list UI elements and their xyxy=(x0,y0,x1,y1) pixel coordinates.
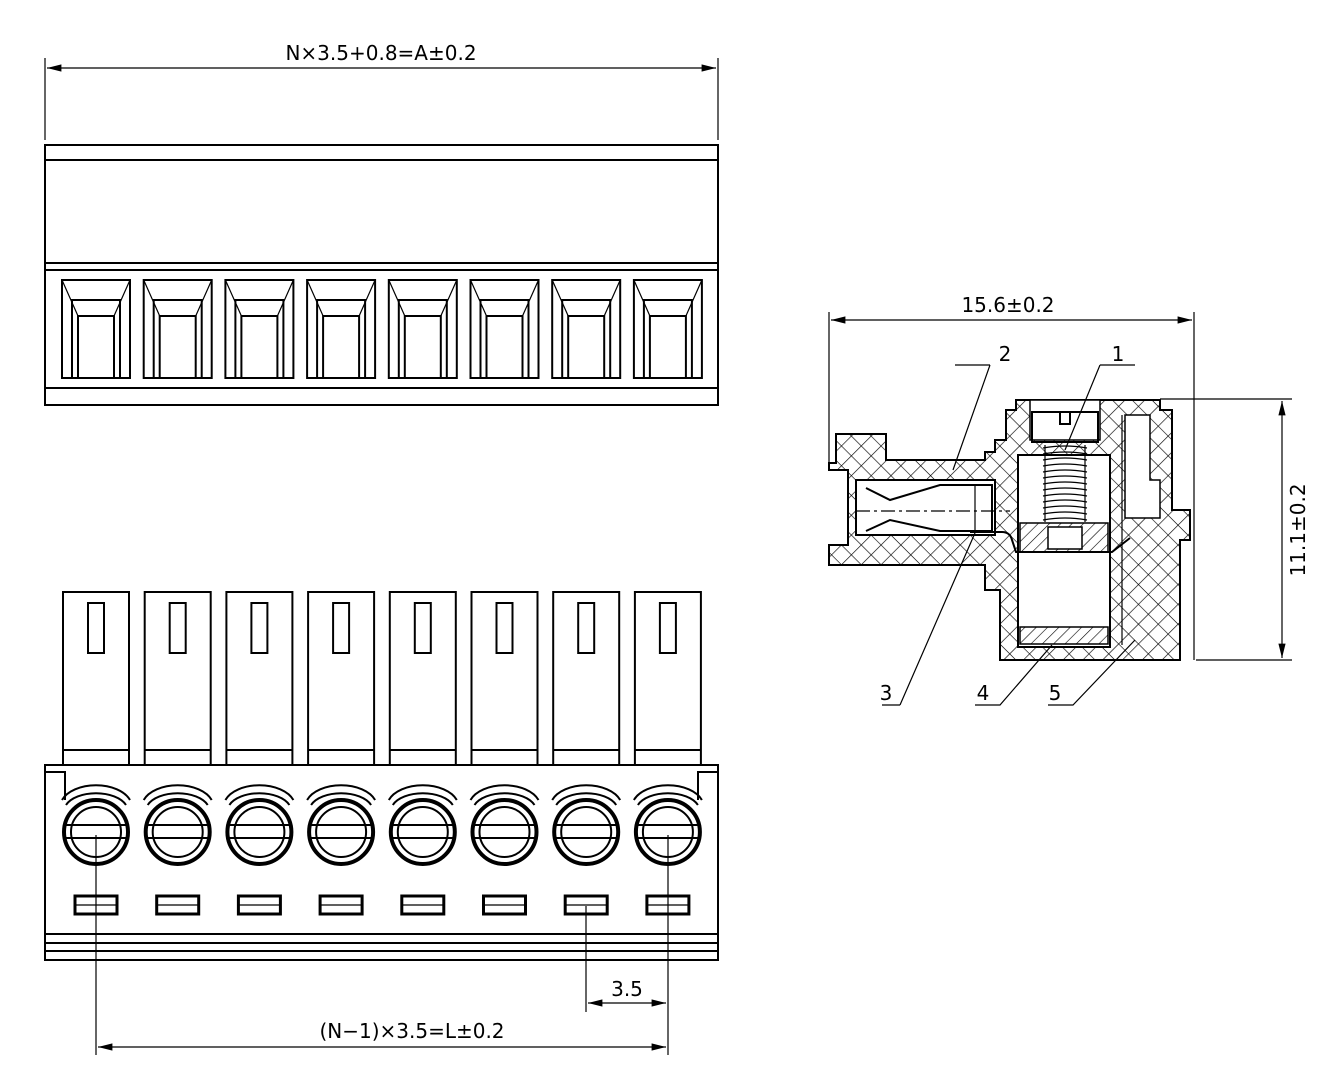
callout-3: 3 xyxy=(880,681,893,705)
screw xyxy=(224,784,295,866)
release-tab xyxy=(143,591,212,765)
screw xyxy=(551,784,622,866)
test-port xyxy=(400,894,446,916)
release-tab xyxy=(225,591,294,765)
test-port xyxy=(318,894,364,916)
callout-1: 1 xyxy=(1112,342,1125,366)
wire-entry-slot xyxy=(306,279,377,379)
wire-entry-slot xyxy=(224,279,295,379)
release-tab xyxy=(307,591,376,765)
wire-entry-slot xyxy=(61,279,131,379)
dimension-overall-width: N×3.5+0.8=A±0.2 xyxy=(285,41,476,65)
callout-2: 2 xyxy=(999,342,1012,366)
wire-entry-slot xyxy=(551,279,622,379)
test-port xyxy=(482,894,527,916)
dimension-height: 11.1±0.2 xyxy=(1286,483,1310,576)
release-tab xyxy=(552,591,621,765)
screw xyxy=(387,784,458,866)
dimension-pitch: 3.5 xyxy=(611,977,643,1001)
screw xyxy=(306,784,376,866)
side-section-view: 15.6±0.2 11.1±0.2 3 2 1 4 xyxy=(828,293,1310,706)
screw xyxy=(61,784,131,866)
screw xyxy=(142,784,213,866)
wire-entry-slot xyxy=(469,279,540,379)
callout-5: 5 xyxy=(1049,681,1062,705)
release-tab xyxy=(633,591,702,765)
wire-entry-slot xyxy=(387,279,458,379)
top-view: N×3.5+0.8=A±0.2 xyxy=(44,41,719,406)
release-tab xyxy=(388,591,457,765)
callout-4: 4 xyxy=(977,681,990,705)
wire-entry-slot xyxy=(632,279,703,379)
test-port xyxy=(155,894,201,916)
screw xyxy=(469,784,540,866)
wire-entry-slot xyxy=(142,279,213,379)
test-port xyxy=(236,894,282,916)
release-tab xyxy=(62,591,130,765)
dimension-pin-span: (N−1)×3.5=L±0.2 xyxy=(319,1019,504,1043)
dimension-depth: 15.6±0.2 xyxy=(961,293,1054,317)
front-view: (N−1)×3.5=L±0.2 3.5 xyxy=(44,591,719,1055)
release-tab xyxy=(470,591,539,765)
